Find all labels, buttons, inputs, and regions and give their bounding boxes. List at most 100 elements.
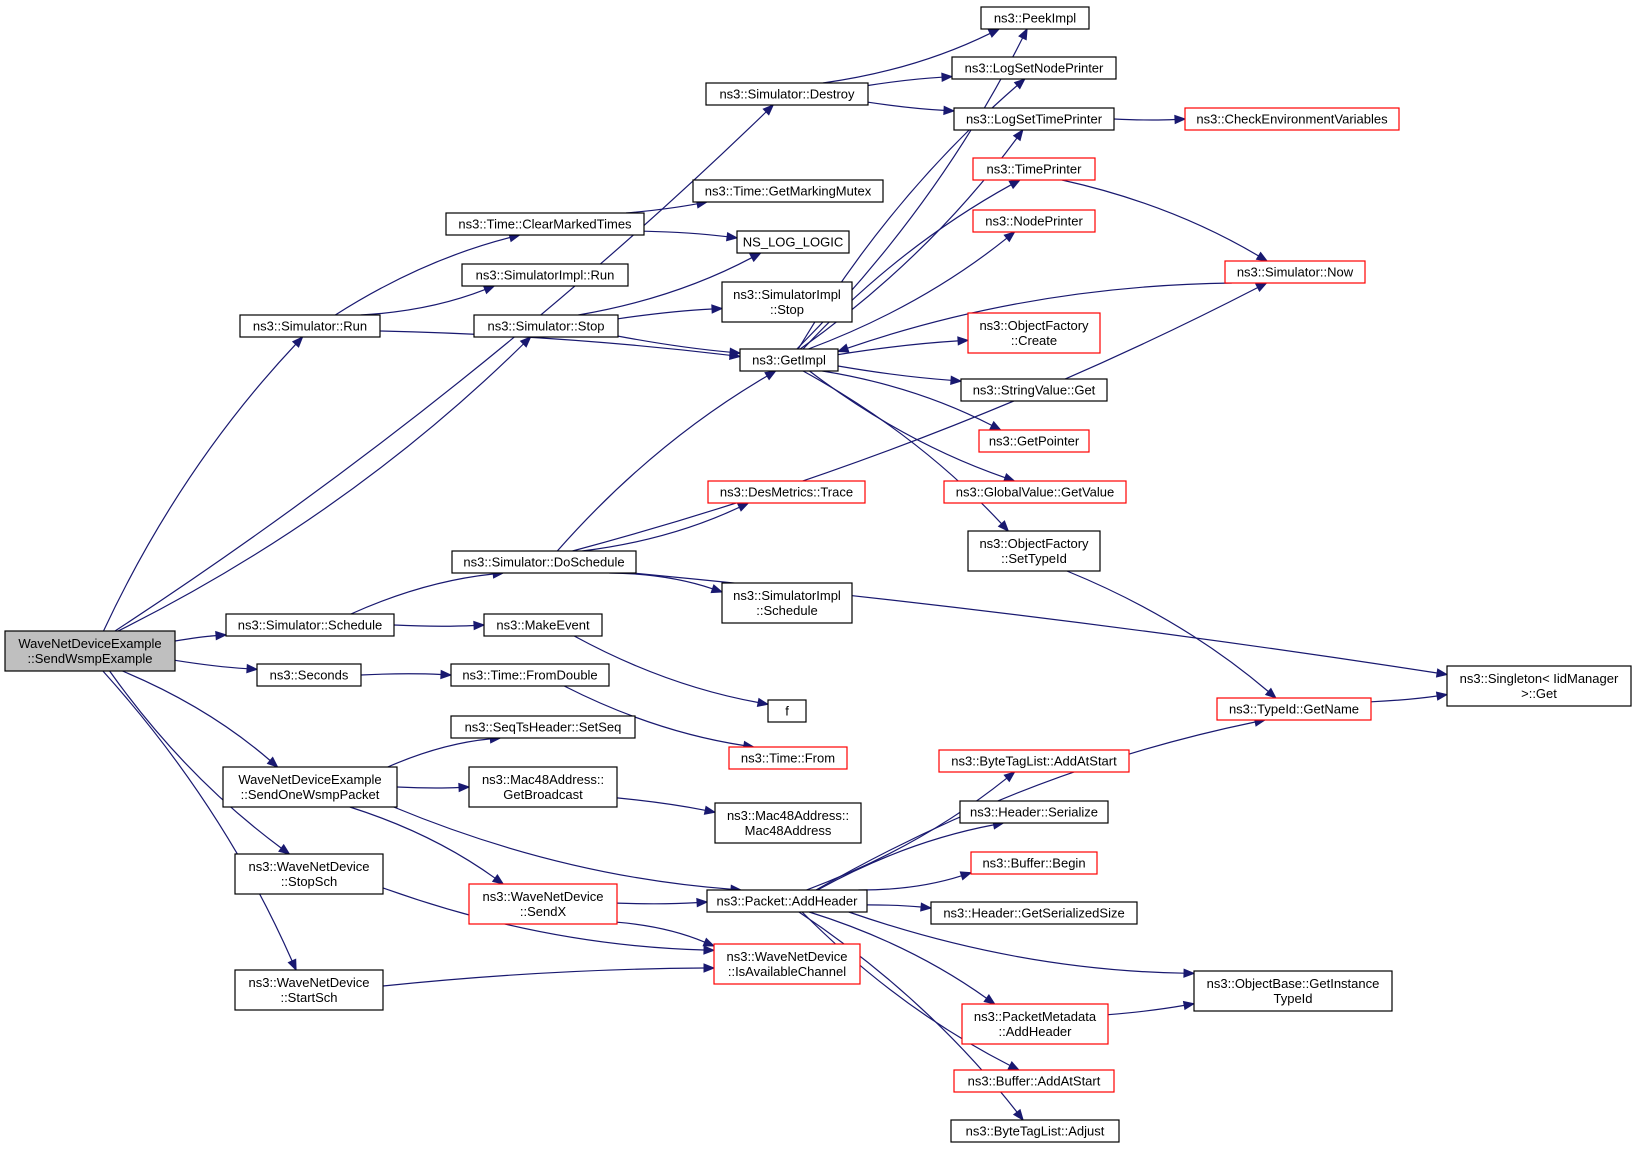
node-run[interactable]: ns3::Simulator::Run — [239, 314, 381, 338]
node-box[interactable] — [473, 314, 619, 338]
node-box[interactable] — [938, 749, 1130, 773]
node-pmaddheader[interactable]: ns3::PacketMetadata::AddHeader — [961, 1003, 1109, 1045]
node-clearmarked[interactable]: ns3::Time::ClearMarkedTimes — [445, 212, 645, 236]
node-setseq[interactable]: ns3::SeqTsHeader::SetSeq — [450, 715, 636, 739]
node-box[interactable] — [721, 582, 853, 624]
node-box[interactable] — [1184, 107, 1400, 131]
node-box[interactable] — [953, 1069, 1115, 1093]
node-box[interactable] — [951, 56, 1117, 80]
node-box[interactable] — [445, 212, 645, 236]
node-logtimeprinter[interactable]: ns3::LogSetTimePrinter — [953, 107, 1115, 131]
node-box[interactable] — [739, 348, 839, 372]
node-box[interactable] — [978, 429, 1090, 453]
node-simimplrun[interactable]: ns3::SimulatorImpl::Run — [461, 263, 629, 287]
node-box[interactable] — [705, 82, 869, 106]
node-timeprinter[interactable]: ns3::TimePrinter — [972, 157, 1096, 181]
node-sendone[interactable]: WaveNetDeviceExample::SendOneWsmpPacket — [222, 766, 398, 808]
node-box[interactable] — [972, 157, 1096, 181]
node-box[interactable] — [706, 889, 868, 913]
node-box[interactable] — [970, 851, 1098, 875]
node-mac48address[interactable]: ns3::Mac48Address::Mac48Address — [714, 802, 862, 844]
node-box[interactable] — [721, 281, 853, 323]
node-fromdouble[interactable]: ns3::Time::FromDouble — [450, 663, 610, 687]
node-doschedule[interactable]: ns3::Simulator::DoSchedule — [451, 550, 637, 574]
node-bytetagadjust[interactable]: ns3::ByteTagList::Adjust — [950, 1119, 1120, 1143]
node-ofcreate[interactable]: ns3::ObjectFactory::Create — [967, 312, 1101, 354]
node-box[interactable] — [972, 209, 1096, 233]
node-singletonget[interactable]: ns3::Singleton< IidManager >::Get — [1446, 665, 1632, 707]
node-box[interactable] — [953, 107, 1115, 131]
node-lognodeprinter[interactable]: ns3::LogSetNodePrinter — [951, 56, 1117, 80]
node-box[interactable] — [980, 6, 1090, 30]
node-box[interactable] — [960, 378, 1108, 402]
node-destroy[interactable]: ns3::Simulator::Destroy — [705, 82, 869, 106]
node-box[interactable] — [950, 1119, 1120, 1143]
node-bufferbegin[interactable]: ns3::Buffer::Begin — [970, 851, 1098, 875]
node-box[interactable] — [468, 883, 618, 925]
node-simimplstop[interactable]: ns3::SimulatorImpl::Stop — [721, 281, 853, 323]
node-timefrom[interactable]: ns3::Time::From — [728, 746, 848, 770]
node-box[interactable] — [943, 480, 1127, 504]
node-sendx[interactable]: ns3::WaveNetDevice::SendX — [468, 883, 618, 925]
node-makeevent[interactable]: ns3::MakeEvent — [483, 613, 603, 637]
node-stringget[interactable]: ns3::StringValue::Get — [960, 378, 1108, 402]
node-ofsettypeid[interactable]: ns3::ObjectFactory::SetTypeId — [967, 530, 1101, 572]
node-box[interactable] — [4, 630, 176, 672]
node-box[interactable] — [967, 312, 1101, 354]
node-box[interactable] — [1446, 665, 1632, 707]
node-headersize[interactable]: ns3::Header::GetSerializedSize — [930, 901, 1138, 925]
node-isavailable[interactable]: ns3::WaveNetDevice::IsAvailableChannel — [713, 943, 861, 985]
node-schedule[interactable]: ns3::Simulator::Schedule — [225, 613, 395, 637]
node-f[interactable]: f — [767, 699, 807, 723]
node-simnow[interactable]: ns3::Simulator::Now — [1224, 260, 1366, 284]
node-root[interactable]: WaveNetDeviceExample::SendWsmpExample — [4, 630, 176, 672]
node-box[interactable] — [736, 230, 850, 254]
node-seconds[interactable]: ns3::Seconds — [256, 663, 362, 687]
node-box[interactable] — [256, 663, 362, 687]
node-addheader[interactable]: ns3::Packet::AddHeader — [706, 889, 868, 913]
node-box[interactable] — [1216, 697, 1372, 721]
node-box[interactable] — [225, 613, 395, 637]
node-box[interactable] — [967, 530, 1101, 572]
node-box[interactable] — [707, 480, 866, 504]
node-box[interactable] — [728, 746, 848, 770]
node-getmarkingmutex[interactable]: ns3::Time::GetMarkingMutex — [692, 179, 884, 203]
node-getbroadcast[interactable]: ns3::Mac48Address::GetBroadcast — [468, 766, 618, 808]
node-startsch[interactable]: ns3::WaveNetDevice::StartSch — [234, 969, 384, 1011]
node-box[interactable] — [1224, 260, 1366, 284]
node-nodeprinter[interactable]: ns3::NodePrinter — [972, 209, 1096, 233]
node-peekimpl[interactable]: ns3::PeekImpl — [980, 6, 1090, 30]
node-box[interactable] — [450, 715, 636, 739]
node-headerserialize[interactable]: ns3::Header::Serialize — [959, 800, 1109, 824]
node-box[interactable] — [222, 766, 398, 808]
node-getimpl[interactable]: ns3::GetImpl — [739, 348, 839, 372]
node-destrace[interactable]: ns3::DesMetrics::Trace — [707, 480, 866, 504]
node-box[interactable] — [234, 969, 384, 1011]
node-box[interactable] — [961, 1003, 1109, 1045]
node-box[interactable] — [483, 613, 603, 637]
node-globalget[interactable]: ns3::GlobalValue::GetValue — [943, 480, 1127, 504]
node-box[interactable] — [234, 853, 384, 895]
node-stopsch[interactable]: ns3::WaveNetDevice::StopSch — [234, 853, 384, 895]
node-box[interactable] — [713, 943, 861, 985]
node-box[interactable] — [692, 179, 884, 203]
node-box[interactable] — [451, 550, 637, 574]
node-simimplschedule[interactable]: ns3::SimulatorImpl::Schedule — [721, 582, 853, 624]
node-box[interactable] — [468, 766, 618, 808]
node-box[interactable] — [461, 263, 629, 287]
node-box[interactable] — [930, 901, 1138, 925]
node-bufferaddstart[interactable]: ns3::Buffer::AddAtStart — [953, 1069, 1115, 1093]
node-typeidgetname[interactable]: ns3::TypeId::GetName — [1216, 697, 1372, 721]
node-nslog[interactable]: NS_LOG_LOGIC — [736, 230, 850, 254]
node-box[interactable] — [450, 663, 610, 687]
node-getpointer[interactable]: ns3::GetPointer — [978, 429, 1090, 453]
node-box[interactable] — [239, 314, 381, 338]
node-box[interactable] — [714, 802, 862, 844]
node-box[interactable] — [767, 699, 807, 723]
node-box[interactable] — [959, 800, 1109, 824]
node-bytetagaddstart[interactable]: ns3::ByteTagList::AddAtStart — [938, 749, 1130, 773]
node-checkenv[interactable]: ns3::CheckEnvironmentVariables — [1184, 107, 1400, 131]
node-box[interactable] — [1193, 970, 1393, 1012]
node-stop[interactable]: ns3::Simulator::Stop — [473, 314, 619, 338]
